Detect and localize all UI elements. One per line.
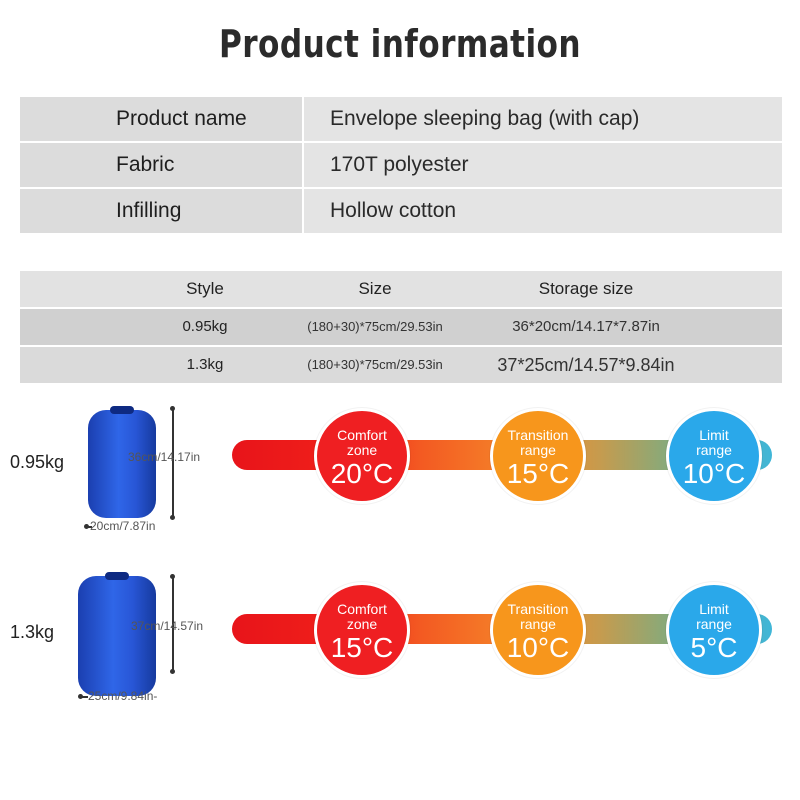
width-dimension: 25cm/9.84in- [88,689,158,703]
info-key: Fabric [20,143,302,187]
zone-temp: 5°C [690,632,738,663]
spec-size: (180+30)*75cm/29.53in [307,319,443,334]
height-dimension-line [170,406,175,520]
zone-temp: 20°C [330,458,394,489]
zone-temp: 15°C [330,632,394,663]
info-value: 170T polyester [304,143,782,187]
product-info-table: Product name Envelope sleeping bag (with… [20,97,782,235]
info-value: Envelope sleeping bag (with cap) [304,97,782,141]
spec-style: 0.95kg [182,318,228,335]
bag-cord-icon [105,572,129,580]
spec-style: 1.3kg [186,356,224,373]
variant-weight: 0.95kg [10,452,65,472]
width-dimension-line [84,524,92,529]
height-dimension: 36cm/14.17in [128,450,201,464]
info-value: Hollow cotton [304,189,782,233]
spec-storage-size: 37*25cm/14.57*9.84in [497,355,675,375]
width-dimension: 20cm/7.87in [90,519,156,533]
spec-size: (180+30)*75cm/29.53in [307,357,443,372]
zone-temp: 15°C [506,458,570,489]
header-style: Style [186,279,224,298]
spec-storage-size: 36*20cm/14.17*7.87in [512,318,660,335]
spec-row: 0.95kg (180+30)*75cm/29.53in 36*20cm/14.… [20,309,782,345]
sleeping-bag-image [88,406,156,518]
page-title: Product information [219,22,581,66]
height-dimension-line [170,574,175,674]
info-row: Product name Envelope sleeping bag (with… [20,97,782,141]
info-key: Infilling [20,189,302,233]
header-storage-size: Storage size [538,279,634,298]
spec-table: Style Size Storage size 0.95kg (180+30)*… [20,271,782,385]
sleeping-bag-image [78,572,156,696]
spec-header-row: Style Size Storage size [20,271,782,307]
zone-temp: 10°C [682,458,746,489]
header-size: Size [358,279,392,298]
width-dimension-line [78,694,88,699]
bag-cord-icon [110,406,134,414]
height-dimension: 37cm/14.57in [131,619,204,633]
info-row: Infilling Hollow cotton [20,189,782,233]
zone-temp: 10°C [506,632,570,663]
spec-row: 1.3kg (180+30)*75cm/29.53in 37*25cm/14.5… [20,347,782,383]
info-key: Product name [20,97,302,141]
info-row: Fabric 170T polyester [20,143,782,187]
variant-weight: 1.3kg [10,622,55,642]
